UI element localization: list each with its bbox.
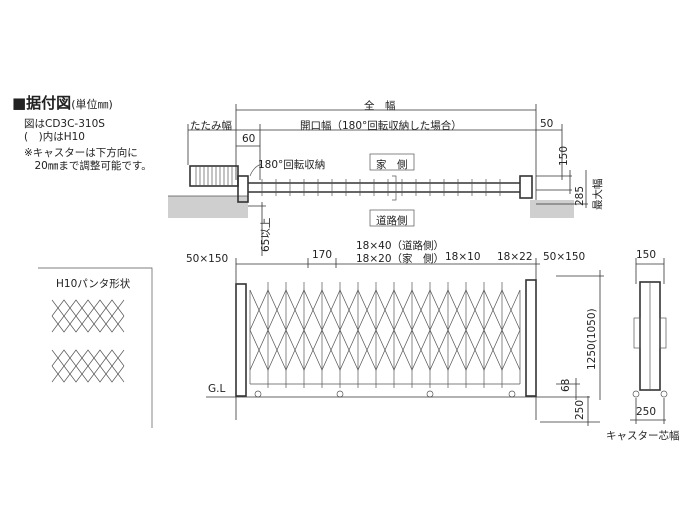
left-post-plan: [237, 175, 249, 203]
inset-frame: [38, 267, 153, 428]
caster-width-label: キャスター芯幅: [606, 430, 680, 442]
house-side-label: 家 側: [376, 159, 408, 171]
note-h10: ( )内はH10: [24, 131, 85, 143]
dim-150-side-label: 150: [636, 249, 657, 261]
dim-250-side-label: 250: [636, 406, 657, 418]
handle-bracket: [392, 175, 397, 201]
gate-body-ticks: [261, 179, 501, 196]
dim-18x10-label: 18×10: [445, 251, 481, 263]
folded-stack: [189, 165, 239, 187]
side-view: [630, 258, 668, 424]
right-ground: [530, 200, 574, 218]
dim-50-label: 50: [540, 118, 554, 130]
note-model: 図はCD3C-310S: [24, 118, 105, 130]
rotate-label: 180°回転収納: [258, 159, 326, 171]
right-post-plan: [519, 175, 533, 199]
casters: [254, 390, 516, 398]
title-text: ■据付図: [12, 94, 72, 112]
dim-170-label: 170: [312, 249, 333, 261]
front-lattice: [249, 289, 521, 385]
side-caster-left: [632, 390, 640, 398]
front-view: [206, 258, 604, 426]
folded-pleats: [195, 166, 233, 186]
gl-label: G.L: [208, 383, 226, 395]
front-pipes: [267, 282, 503, 388]
note-caster: ※キャスターは下方向に: [24, 147, 138, 159]
left-post-front: [235, 283, 247, 397]
road-side-label: 道路側: [376, 215, 408, 227]
rotate-arc: [249, 163, 263, 177]
dim-50x150-right-label: 50×150: [543, 251, 586, 263]
page-title: ■据付図(単位㎜): [12, 92, 113, 113]
dim-50x150-left-label: 50×150: [186, 253, 229, 265]
note-caster-2: 20㎜まで調整可能です。: [24, 160, 152, 172]
folded-width-label: たたみ幅: [190, 120, 232, 132]
left-ground: [168, 196, 248, 218]
inset-title: H10パンタ形状: [56, 278, 131, 290]
inset-lattice: [51, 299, 125, 383]
dim-18x22-label: 18×22: [497, 251, 533, 263]
dim-18x40-label: 18×40（道路側）: [356, 240, 445, 252]
house-side-box: [369, 153, 415, 171]
opening-width-label: 開口幅（180°回転収納した場合）: [300, 120, 462, 132]
unit-text: (単位㎜): [71, 98, 113, 111]
overall-width-label: 全 幅: [364, 100, 396, 112]
inset-h10: [38, 267, 153, 428]
dim-60-label: 60: [242, 133, 256, 145]
side-caster-right: [660, 390, 668, 398]
right-post-front: [525, 279, 537, 397]
plan-view: [168, 104, 588, 256]
dim-18x20-label: 18×20（家 側）: [356, 253, 445, 265]
road-side-box: [369, 209, 415, 227]
